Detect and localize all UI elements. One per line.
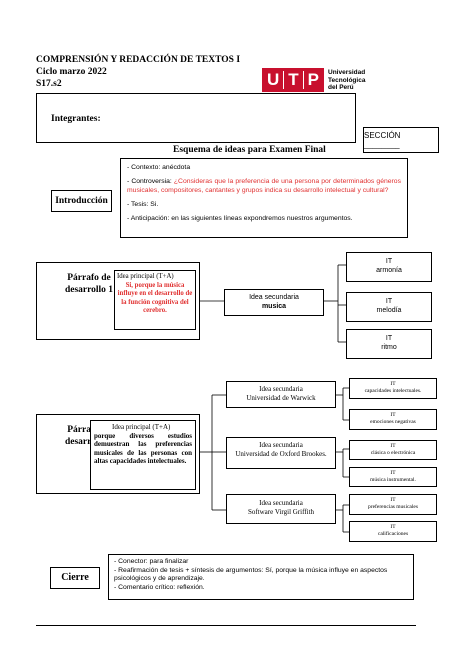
code-text: S17.s2	[36, 79, 62, 89]
p2-label: Párrafo de desarrollo 2	[64, 425, 114, 447]
p1-secundaria-label: Idea secundaria	[249, 294, 299, 301]
p2-idea-principal: porque diversos estudios demuestran las …	[94, 431, 192, 466]
seccion-label: SECCIÓN ________	[364, 131, 401, 149]
it-text: emociones negativas	[370, 419, 416, 425]
cierre-reafirmacion: - Reafirmación de tesis + síntesis de ar…	[114, 566, 388, 583]
it-label: IT	[385, 298, 393, 305]
intro-tesis: - Tesis: Si.	[127, 201, 159, 208]
cierre-comentario: - Comentario crítico: reflexión.	[114, 583, 205, 591]
it-label: IT	[385, 335, 393, 342]
introduccion-label-box: Introducción	[51, 190, 112, 212]
p2-idea-principal-label: Idea principal (T+A)	[112, 423, 171, 431]
p1-secundaria-box: Idea secundaria musica	[224, 289, 324, 316]
intro-content-box: - Contexto: anécdota - Controversia: ¿Co…	[120, 158, 408, 238]
logo-line-1: Universidad	[328, 69, 366, 76]
controversia-question: ¿Consideras que la preferencia de una pe…	[127, 178, 401, 194]
it-text: capacidades intelectuales.	[364, 388, 422, 394]
it-label: IT	[390, 497, 396, 503]
intro-anticipacion: - Anticipación: en las siguientes líneas…	[127, 215, 353, 222]
p2-it-6: IT calificaciones	[349, 521, 437, 542]
secundaria-text: Universidad de Warwick	[246, 394, 316, 402]
it-text: melodía	[376, 307, 402, 314]
p1-it-1: IT armonía	[346, 252, 432, 282]
it-label: IT	[390, 443, 396, 449]
it-text: calificaciones	[377, 531, 409, 537]
it-label: IT	[390, 412, 396, 418]
p1-idea-principal-box: Idea principal (T+A) Si, porque la músic…	[114, 270, 196, 330]
p2-secundaria-2: Idea secundaria Universidad de Oxford Br…	[226, 437, 336, 469]
logo-line-3: del Perú	[328, 84, 354, 91]
cierre-label-box: Cierre	[50, 567, 100, 589]
p2-idea-principal-box: Idea principal (T+A) porque diversos est…	[90, 420, 196, 490]
seccion-box[interactable]: SECCIÓN ________	[363, 127, 439, 153]
it-label: IT	[390, 470, 396, 476]
logo-letter-t: T	[288, 70, 299, 89]
p2-it-1: IT capacidades intelectuales.	[349, 378, 437, 399]
p2-secundaria-1: Idea secundaria Universidad de Warwick	[226, 381, 336, 408]
p1-idea-principal-label: Idea principal (T+A)	[117, 273, 174, 280]
p1-idea-principal: Si, porque la música influye en el desar…	[117, 281, 193, 315]
utp-logo: U T P Universidad Tecnológica del Perú	[262, 68, 432, 92]
it-text: preferencias musicales	[368, 504, 418, 510]
logo-letter-u: U	[266, 70, 280, 89]
cierre-label: Cierre	[61, 572, 89, 583]
secundaria-label: Idea secundaria	[259, 499, 303, 507]
it-text: armonía	[376, 267, 402, 274]
logo-letter-p: P	[307, 70, 319, 89]
logo-line-2: Tecnológica	[328, 76, 366, 84]
p2-it-3: IT clásica o electrónica	[349, 440, 437, 460]
cierre-content-box: - Conector: para finalizar - Reafirmació…	[108, 554, 414, 600]
p2-it-5: IT preferencias musicales	[349, 494, 437, 515]
scheme-title: Esquema de ideas para Examen Final	[173, 145, 326, 155]
p1-it-3: IT ritmo	[346, 329, 432, 359]
p1-secundaria: musica	[261, 303, 287, 310]
p1-it-2: IT melodía	[346, 292, 432, 322]
cycle-text: Ciclo marzo 2022	[36, 67, 107, 77]
secundaria-text: Software Virgil Griffith	[247, 508, 315, 516]
integrantes-label: Integrantes:	[51, 114, 101, 124]
integrantes-box[interactable]: Integrantes:	[36, 93, 356, 143]
it-label: IT	[390, 524, 396, 530]
cierre-conector: - Conector: para finalizar	[114, 558, 189, 565]
it-label: IT	[390, 381, 396, 387]
secundaria-label: Idea secundaria	[259, 441, 303, 449]
course-title: COMPRENSIÓN Y REDACCIÓN DE TEXTOS I	[36, 55, 241, 65]
it-text: ritmo	[381, 344, 397, 351]
it-text: clásica o electrónica	[370, 450, 416, 456]
secundaria-text: Universidad de Oxford Brookes.	[235, 450, 327, 458]
secundaria-label: Idea secundaria	[259, 385, 303, 393]
p2-it-4: IT música instrumental.	[349, 467, 437, 487]
intro-controversia: - Controversia: ¿Consideras que la prefe…	[127, 178, 401, 194]
it-text: música instrumental.	[370, 477, 416, 483]
p2-secundaria-3: Idea secundaria Software Virgil Griffith	[226, 494, 336, 524]
introduccion-label: Introducción	[55, 196, 108, 206]
bottom-rule	[36, 625, 416, 626]
it-label: IT	[385, 258, 393, 265]
intro-contexto: - Contexto: anécdota	[127, 164, 191, 171]
p1-label: Párrafo de desarrollo 1	[64, 273, 114, 295]
p2-it-2: IT emociones negativas	[349, 409, 437, 430]
